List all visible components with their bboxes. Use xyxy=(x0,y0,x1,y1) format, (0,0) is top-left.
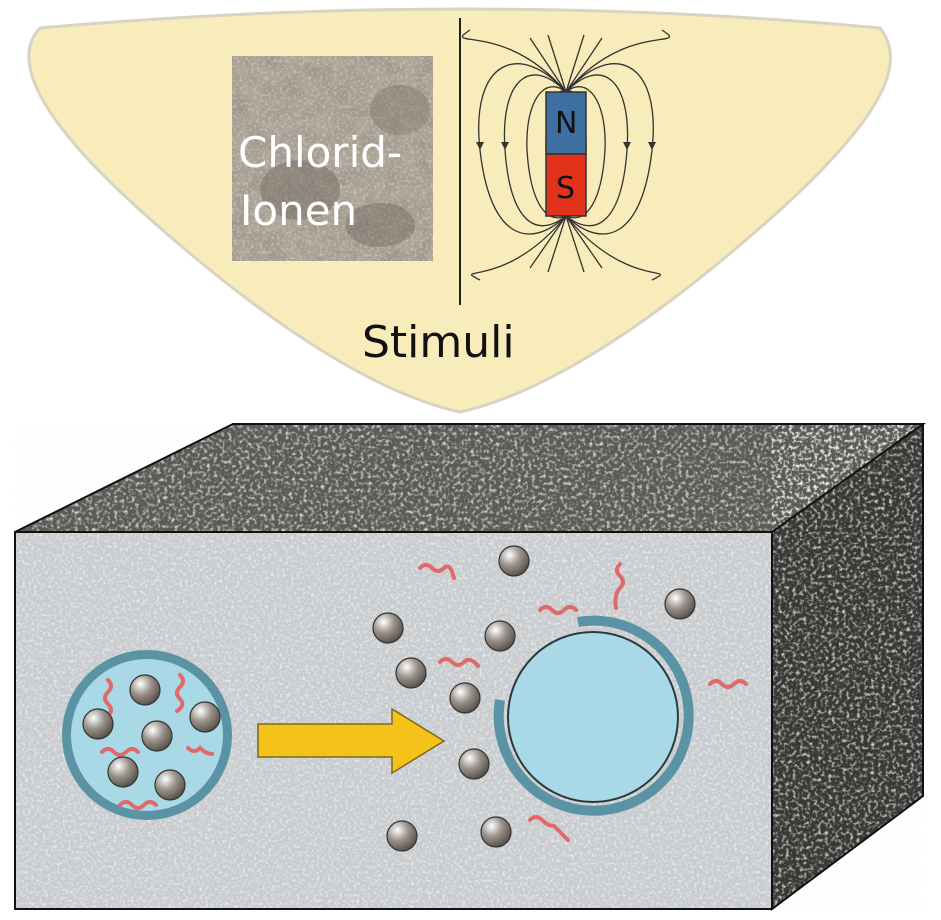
chlorid-label-line1: Chlorid- xyxy=(238,128,402,177)
inhibitor-molecule xyxy=(708,679,748,689)
particle xyxy=(458,748,490,780)
microcapsule-icon xyxy=(62,650,232,820)
particle xyxy=(154,769,186,801)
inhibitor-molecule xyxy=(103,678,113,718)
particle xyxy=(386,820,418,852)
magnet-north-label: N xyxy=(555,106,577,141)
particle xyxy=(664,588,696,620)
particle xyxy=(129,674,161,706)
particle xyxy=(372,612,404,644)
particle xyxy=(141,720,173,752)
released-inhibitors xyxy=(418,562,748,842)
bar-magnet-icon xyxy=(461,29,671,281)
inhibitor-molecule xyxy=(613,562,625,610)
particle xyxy=(107,756,139,788)
inhibitor-molecule xyxy=(418,563,456,580)
particle xyxy=(395,657,427,689)
particle xyxy=(498,545,530,577)
stimuli-title: Stimuli xyxy=(362,317,515,368)
stimuli-panel: Chlorid- Ionen xyxy=(27,7,892,414)
inhibitor-molecule xyxy=(438,657,480,668)
inhibitor-molecule xyxy=(100,747,140,757)
particle xyxy=(82,708,114,740)
release-arrow-icon xyxy=(257,707,446,775)
particle xyxy=(449,682,481,714)
inhibitor-molecule xyxy=(528,815,570,842)
inhibitor-molecule xyxy=(186,745,214,756)
magnet-south-label: S xyxy=(556,171,575,206)
inhibitor-molecule xyxy=(538,605,578,615)
chlorid-label-line2: Ionen xyxy=(240,186,357,235)
particle xyxy=(480,816,512,848)
released-particles xyxy=(372,545,696,852)
particle xyxy=(484,620,516,652)
magnet-south-pole xyxy=(545,153,587,217)
inhibitor-molecule xyxy=(118,800,158,810)
chloride-sample-image: Chlorid- Ionen xyxy=(232,56,433,261)
ruptured-capsule-icon xyxy=(493,615,694,816)
inhibitor-molecule xyxy=(175,673,185,713)
particle xyxy=(189,701,221,733)
